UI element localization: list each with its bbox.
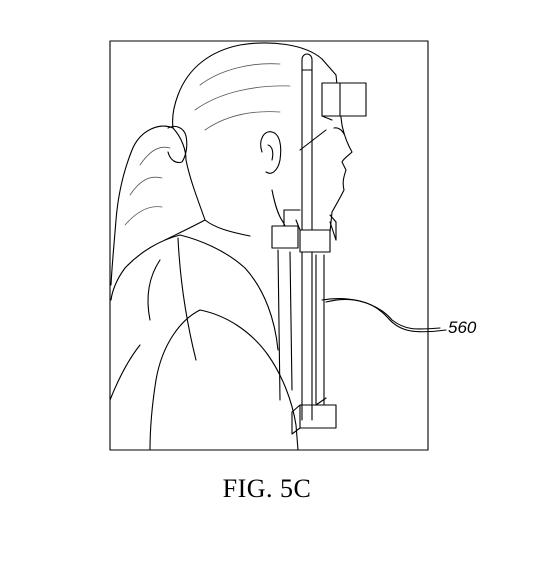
head-outline xyxy=(173,43,322,128)
base-block xyxy=(292,405,336,434)
reference-leader-line xyxy=(326,299,446,331)
chin-block-left xyxy=(272,226,298,248)
reference-numeral: 560 xyxy=(448,318,477,337)
neck xyxy=(272,190,290,235)
figure-frame xyxy=(110,41,428,450)
ear xyxy=(261,132,281,174)
ponytail xyxy=(111,126,173,285)
hair-tie xyxy=(168,126,187,162)
face-profile xyxy=(322,59,352,232)
chin-block-center xyxy=(300,230,330,252)
shoulder-back xyxy=(111,235,180,300)
figure-caption: FIG. 5C xyxy=(222,474,312,503)
torso xyxy=(180,235,278,350)
chest-line xyxy=(322,299,440,329)
forehead-clamp xyxy=(322,83,366,116)
